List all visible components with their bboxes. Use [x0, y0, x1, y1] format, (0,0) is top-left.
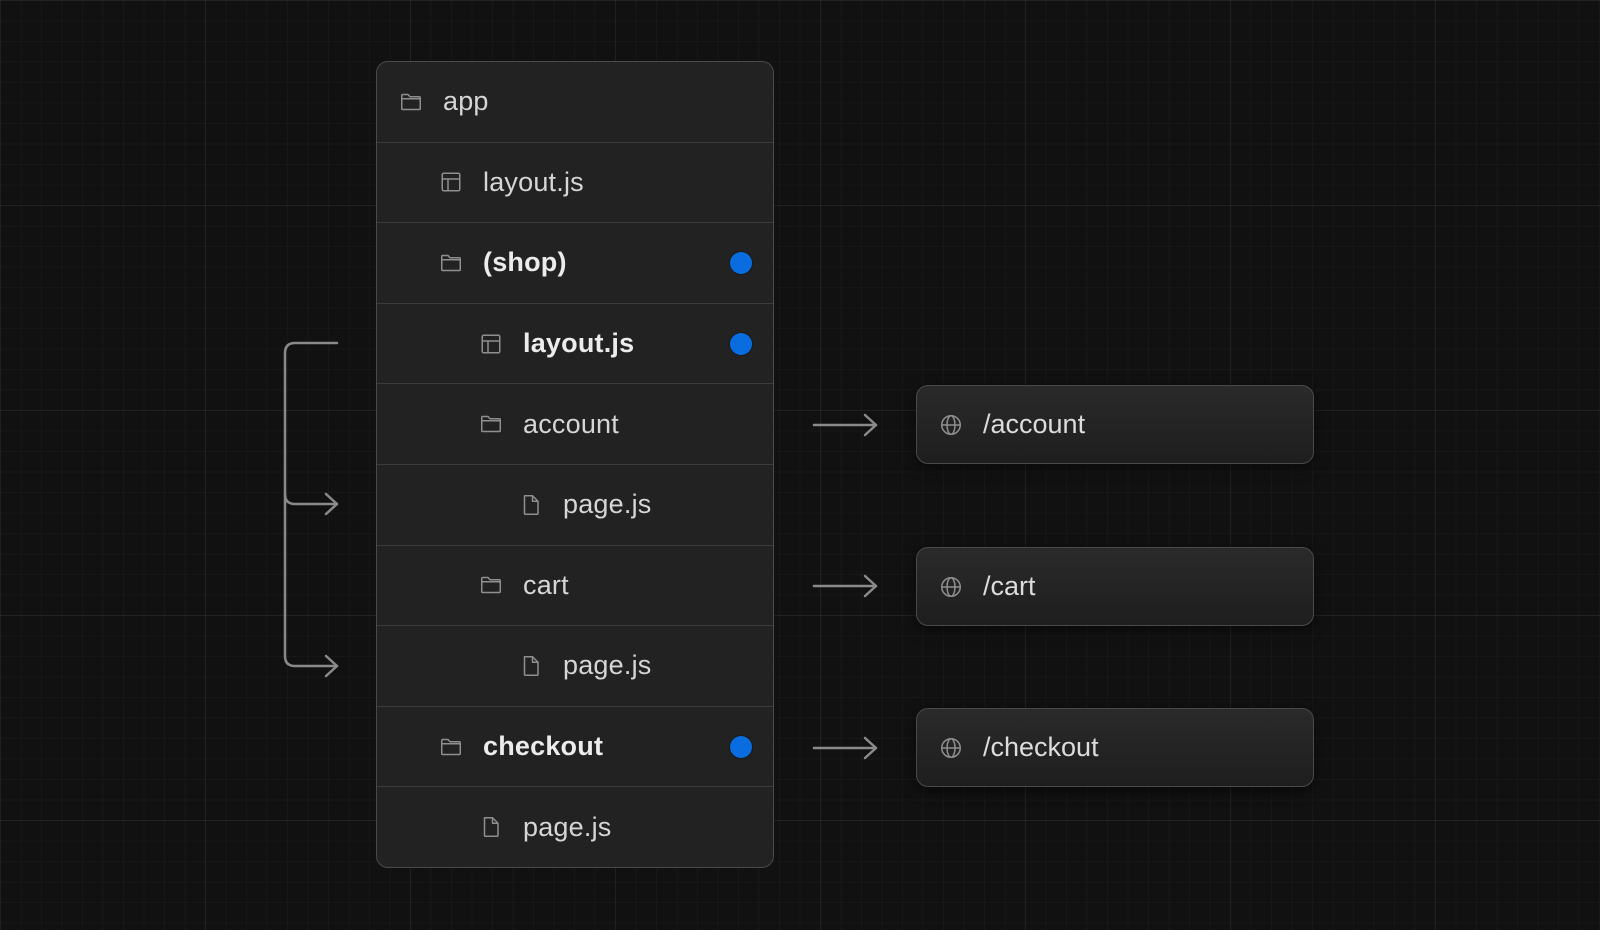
- route-label: /account: [983, 409, 1086, 439]
- tree-row-label: layout.js: [523, 328, 635, 359]
- layout-wrap-bracket: [283, 341, 339, 668]
- folder-icon: [439, 251, 463, 275]
- tree-row-label: cart: [523, 569, 569, 600]
- layout-icon: [439, 170, 463, 194]
- tree-row-account-page[interactable]: page.js: [377, 463, 773, 545]
- folder-icon: [479, 412, 503, 436]
- file-icon: [519, 654, 543, 678]
- globe-icon: [939, 575, 963, 599]
- tree-row-cart-page[interactable]: page.js: [377, 625, 773, 706]
- route-account[interactable]: /account: [916, 385, 1314, 464]
- arrow-cart: [812, 574, 878, 598]
- file-tree: app layout.js (shop) layout.js account p…: [376, 61, 774, 868]
- tree-row-label: page.js: [563, 489, 652, 520]
- bracket-arrowhead-account: [324, 492, 339, 516]
- folder-icon: [479, 573, 503, 597]
- layout-wrap-branch: [283, 492, 339, 506]
- tree-row-app[interactable]: app: [377, 62, 773, 142]
- tree-row-cart[interactable]: cart: [377, 544, 773, 626]
- folder-icon: [399, 90, 423, 114]
- tree-row-checkout[interactable]: checkout: [377, 705, 773, 787]
- layout-icon: [479, 332, 503, 356]
- tree-row-label: page.js: [523, 811, 612, 842]
- file-icon: [519, 493, 543, 517]
- tree-row-account[interactable]: account: [377, 383, 773, 464]
- tree-row-shop-layout[interactable]: layout.js: [377, 302, 773, 384]
- file-icon: [479, 815, 503, 839]
- arrow-account: [812, 413, 878, 437]
- highlight-dot: [730, 251, 752, 274]
- tree-row-label: page.js: [563, 650, 652, 681]
- highlight-dot: [730, 735, 752, 758]
- route-cart[interactable]: /cart: [916, 547, 1314, 626]
- globe-icon: [939, 413, 963, 437]
- route-checkout[interactable]: /checkout: [916, 708, 1314, 787]
- globe-icon: [939, 736, 963, 760]
- tree-row-label: checkout: [483, 731, 604, 762]
- tree-row-label: (shop): [483, 247, 567, 278]
- bracket-arrowhead-cart: [324, 654, 339, 678]
- highlight-dot: [730, 332, 752, 355]
- tree-row-label: layout.js: [483, 166, 584, 197]
- arrow-checkout: [812, 736, 878, 760]
- tree-row-checkout-page[interactable]: page.js: [377, 786, 773, 867]
- tree-row-label: app: [443, 86, 489, 117]
- tree-row-root-layout[interactable]: layout.js: [377, 141, 773, 223]
- route-label: /cart: [983, 571, 1036, 601]
- folder-icon: [439, 735, 463, 759]
- tree-row-shop-group[interactable]: (shop): [377, 222, 773, 303]
- tree-row-label: account: [523, 408, 619, 439]
- route-label: /checkout: [983, 732, 1099, 762]
